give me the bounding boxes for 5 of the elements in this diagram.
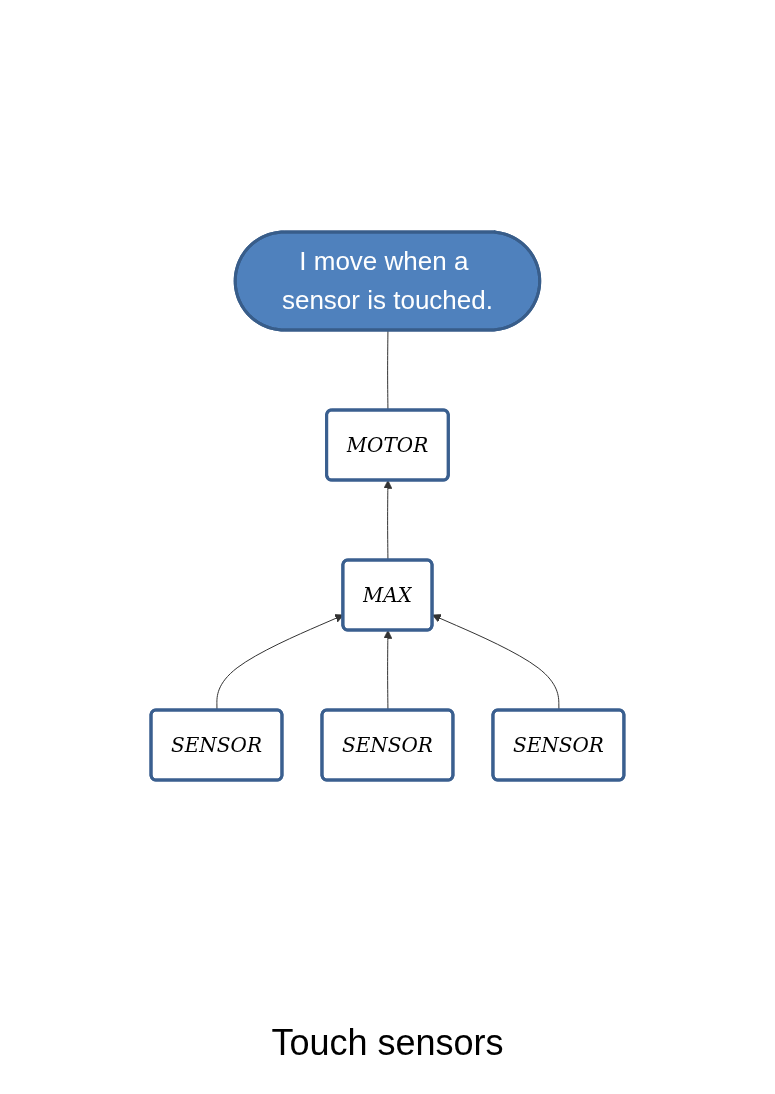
arrow (432, 614, 560, 711)
arrow (383, 630, 393, 711)
arrow (383, 480, 393, 561)
connector (387, 330, 389, 411)
label-text: Touch sensors (271, 1022, 504, 1064)
